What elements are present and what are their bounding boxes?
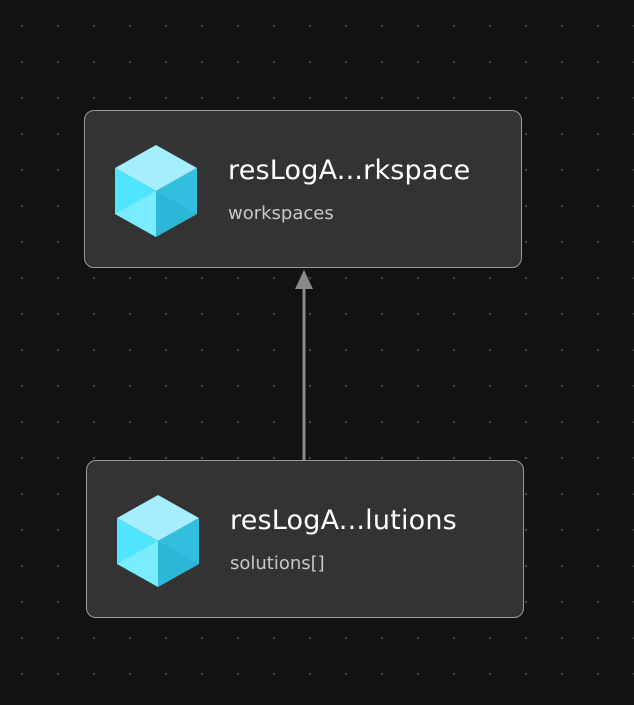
- resource-node-workspace[interactable]: resLogA...rkspace workspaces: [84, 110, 522, 268]
- resource-node-solutions[interactable]: resLogA...lutions solutions[]: [86, 460, 524, 618]
- edge-arrowhead: [295, 270, 313, 289]
- node-title: resLogA...rkspace: [228, 155, 471, 186]
- resource-cube-icon: [115, 145, 197, 237]
- resource-cube-icon: [117, 495, 199, 587]
- node-subtitle: solutions[]: [230, 553, 325, 574]
- node-subtitle: workspaces: [228, 203, 334, 224]
- node-title: resLogA...lutions: [230, 505, 457, 536]
